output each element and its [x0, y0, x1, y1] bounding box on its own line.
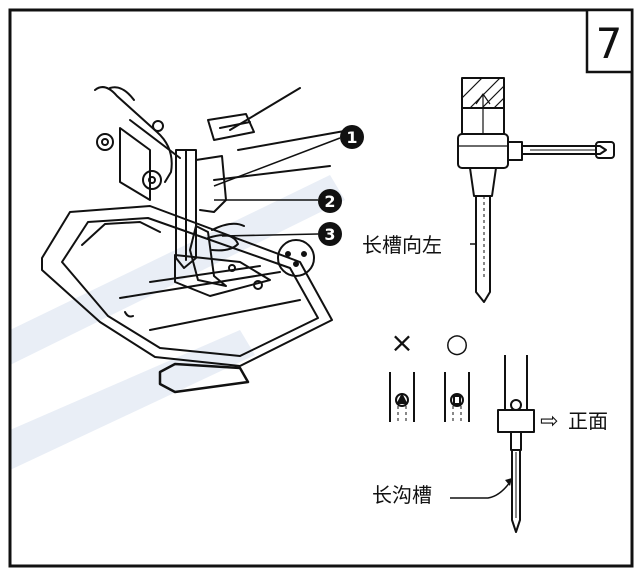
step-number: 7 — [596, 19, 623, 68]
wrong-mark: × — [390, 326, 413, 359]
long-groove-arrowhead — [505, 478, 512, 486]
groove-left-label: 长槽向左 — [362, 233, 442, 257]
needle-clamp-detail — [457, 77, 615, 303]
callout-2-number: 2 — [324, 192, 335, 211]
callout-leaders — [213, 137, 341, 237]
sewing-machine-illustration — [41, 86, 351, 394]
front-label: 正面 — [568, 409, 608, 433]
callout-1: 1 — [340, 125, 364, 149]
needle-front-view — [497, 355, 535, 533]
watermark — [10, 175, 345, 470]
callout-3-number: 3 — [324, 225, 335, 244]
comparison-detail: × ○ — [389, 326, 470, 424]
step-badge: 7 — [585, 8, 634, 74]
front-arrow-icon: ⇨ — [540, 409, 558, 434]
callout-2: 2 — [318, 189, 342, 213]
long-groove-label: 长沟槽 — [372, 483, 432, 507]
callout-1-number: 1 — [346, 128, 357, 147]
callout-3: 3 — [318, 222, 342, 246]
page-border — [8, 8, 634, 568]
right-mark: ○ — [446, 329, 469, 359]
long-groove-leader — [450, 481, 511, 499]
